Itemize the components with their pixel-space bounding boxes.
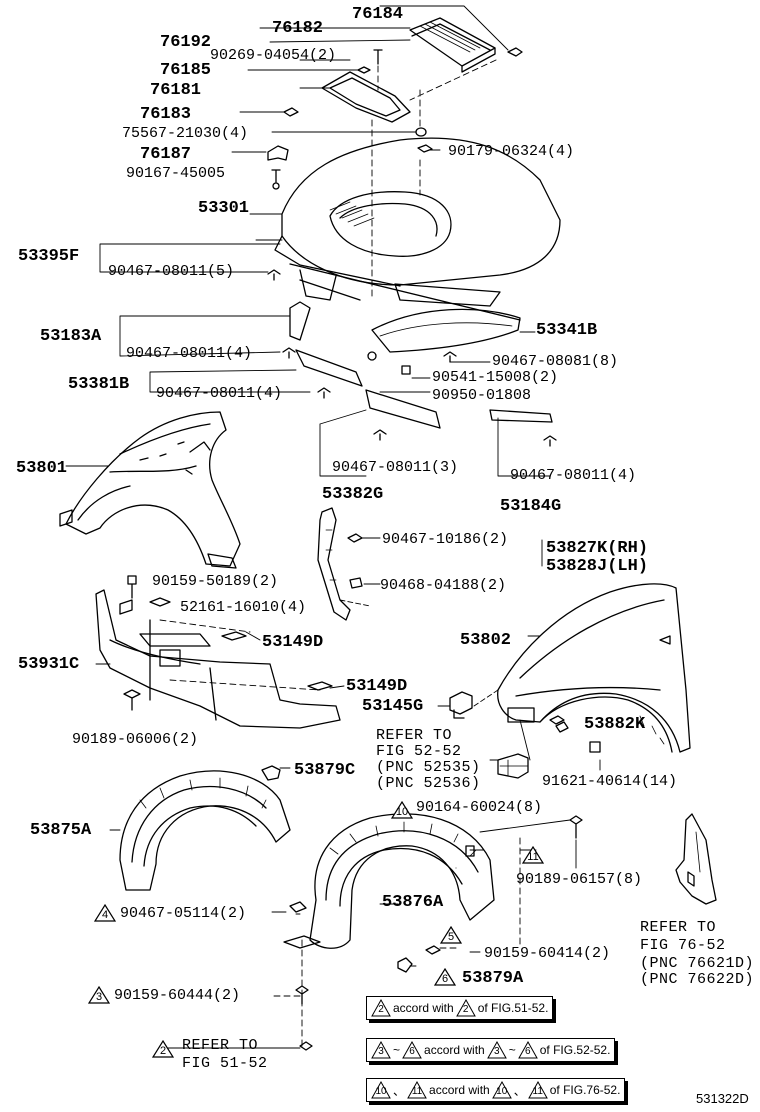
part-label: 90467-08081(8)	[492, 353, 619, 370]
part-label: 90269-04054(2)	[210, 47, 337, 64]
part-label: 90467-08011(4)	[156, 385, 283, 402]
part-label: 91621-40614(14)	[542, 773, 678, 790]
part-label: 53183A	[40, 327, 102, 346]
triangle-number: 4	[101, 909, 109, 921]
triangle-number: 6	[441, 973, 449, 985]
part-label: 53301	[198, 199, 250, 218]
part-label: 53931C	[18, 655, 80, 674]
triangle-number: 11	[527, 851, 539, 863]
part-label: 53876A	[382, 893, 444, 912]
part-label: 53184G	[500, 497, 562, 516]
part-label: 90467-08011(5)	[108, 263, 235, 280]
refer-note: REFER TO	[376, 727, 453, 744]
part-label: 90467-08011(4)	[510, 467, 637, 484]
part-label: 90467-08011(4)	[126, 345, 253, 362]
triangle-number: 10	[395, 806, 409, 818]
refer-note: REFER TO	[640, 919, 717, 936]
legend-text: 、	[393, 1083, 406, 1098]
part-label: 90950-01808	[432, 387, 532, 404]
legend-text: 、	[513, 1083, 526, 1098]
part-label: 76182	[272, 19, 324, 38]
part-label: 53801	[16, 459, 68, 478]
refer-note: FIG 52-52	[376, 743, 462, 760]
legend-box-fig76: 10 、 11 accord with 10 、 11 of FIG.76-52…	[366, 1078, 626, 1102]
triangle-marker-icon: 2	[455, 999, 476, 1017]
part-label: 90189-06157(8)	[516, 871, 643, 888]
legend-text: ~	[508, 1043, 516, 1057]
part-label: 53827K(RH)	[546, 539, 649, 558]
part-label: 53395F	[18, 247, 80, 266]
legend-text: accord with	[424, 1043, 485, 1057]
refer-note: FIG 76-52	[640, 937, 726, 954]
part-label: 76181	[150, 81, 202, 100]
part-label: 53341B	[536, 321, 598, 340]
part-label: 90167-45005	[126, 165, 226, 182]
triangle-number: 3	[95, 991, 103, 1003]
triangle-marker-icon: 10	[371, 1081, 391, 1099]
legend-box-fig52: 3 ~ 6 accord with 3 ~ 6 of FIG.52-52.	[366, 1038, 616, 1062]
part-label: 90159-60444(2)	[114, 987, 241, 1004]
part-label: 53828J(LH)	[546, 557, 649, 576]
part-label: 90467-10186(2)	[382, 531, 509, 548]
diagram-code: 531322D	[696, 1091, 749, 1106]
triangle-marker-icon: 3	[486, 1041, 507, 1059]
refer-note: (PNC 52536)	[376, 775, 481, 792]
refer-note: (PNC 52535)	[376, 759, 481, 776]
part-label: 90467-05114(2)	[120, 905, 247, 922]
part-label: 53149D	[262, 633, 324, 652]
part-label: 53145G	[362, 697, 424, 716]
part-label: 90541-15008(2)	[432, 369, 559, 386]
part-label: 90164-60024(8)	[416, 799, 543, 816]
triangle-marker-icon: 11	[527, 1081, 548, 1099]
legend-text: accord with	[429, 1083, 490, 1097]
refer-note: (PNC 76621D)	[640, 955, 755, 972]
part-label: 76185	[160, 61, 212, 80]
part-label: 90468-04188(2)	[380, 577, 507, 594]
part-label: 90159-50189(2)	[152, 573, 279, 590]
legend-text: of FIG.76-52.	[549, 1083, 621, 1097]
part-label: 90159-60414(2)	[484, 945, 611, 962]
refer-note: FIG 51-52	[182, 1055, 268, 1072]
triangle-marker-icon: 11	[407, 1081, 427, 1099]
part-label: 53381B	[68, 375, 130, 394]
legend-text: accord with	[393, 1001, 454, 1015]
part-label: 52161-16010(4)	[180, 599, 307, 616]
part-label: 53149D	[346, 677, 408, 696]
part-label: 53875A	[30, 821, 92, 840]
legend-text: of FIG.52-52.	[539, 1043, 611, 1057]
part-label: 76192	[160, 33, 212, 52]
part-label: 53879A	[462, 969, 524, 988]
part-label: 53802	[460, 631, 512, 650]
part-label: 76184	[352, 5, 404, 24]
part-label: 90179-06324(4)	[448, 143, 575, 160]
legend-text: of FIG.51-52.	[477, 1001, 549, 1015]
part-label: 76183	[140, 105, 192, 124]
part-label: 90467-08011(3)	[332, 459, 459, 476]
triangle-marker-icon: 2	[371, 999, 391, 1017]
part-label: 76187	[140, 145, 192, 164]
refer-note: REFER TO	[182, 1037, 259, 1054]
triangle-marker-icon: 6	[402, 1041, 422, 1059]
triangle-number: 5	[447, 931, 455, 943]
legend-text: ~	[393, 1043, 401, 1057]
refer-note: (PNC 76622D)	[640, 971, 755, 988]
triangle-number: 2	[159, 1045, 167, 1057]
triangle-marker-icon: 3	[371, 1041, 391, 1059]
triangle-marker-icon: 6	[517, 1041, 538, 1059]
part-label: 53882K	[584, 715, 646, 734]
part-label: 53879C	[294, 761, 356, 780]
legend-box-fig51: 2 accord with 2 of FIG.51-52.	[366, 996, 554, 1020]
triangle-marker-icon: 10	[491, 1081, 512, 1099]
part-label: 53382G	[322, 485, 384, 504]
part-label: 90189-06006(2)	[72, 731, 199, 748]
part-label: 75567-21030(4)	[122, 125, 249, 142]
